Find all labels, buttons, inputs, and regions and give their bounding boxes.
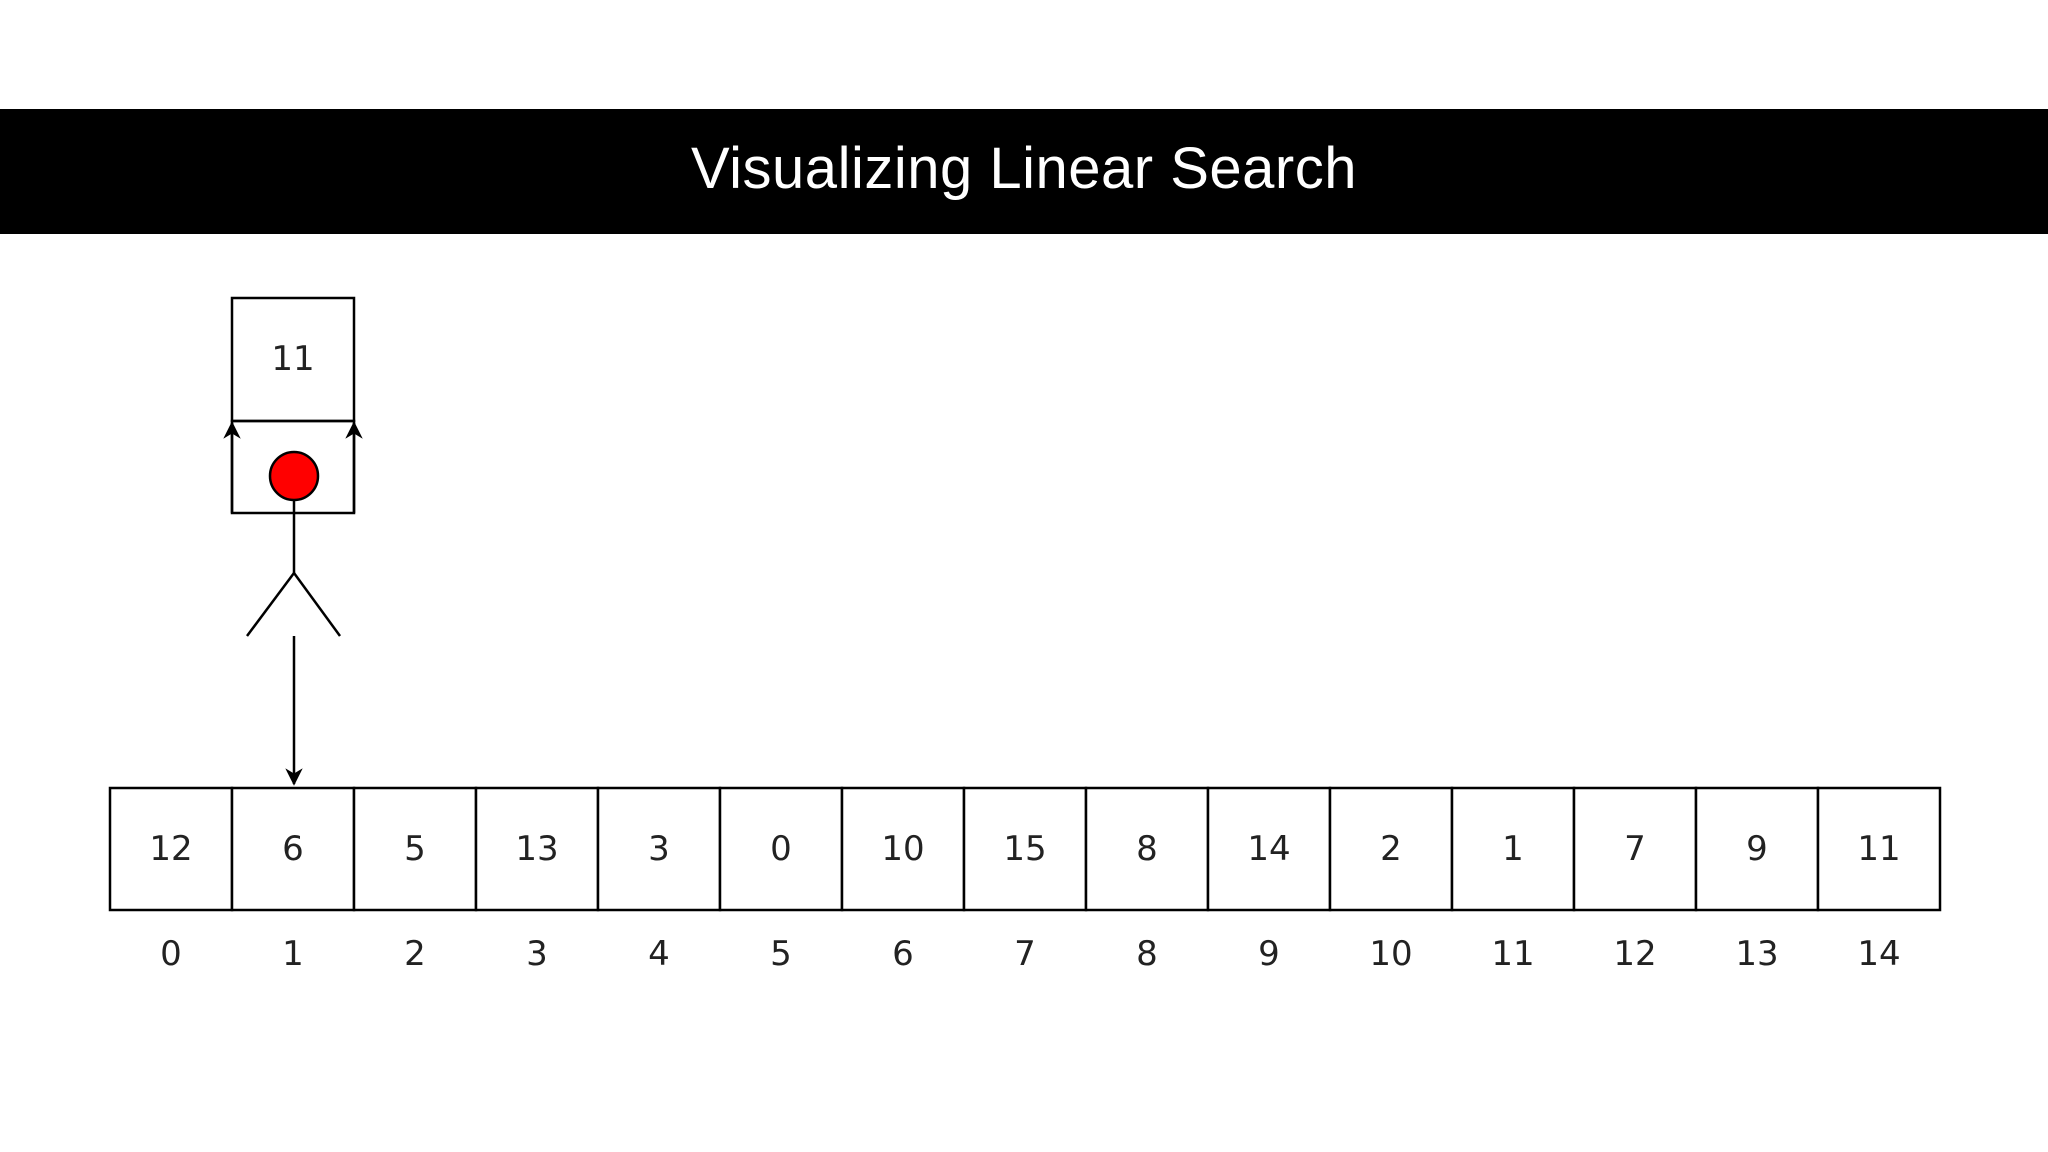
array-cell-value: 5 [404,829,426,869]
array-cell [352,786,478,912]
searcher-right-leg [292,572,342,637]
array-cells: 12 6 5 13 3 0 10 15 8 14 2 1 7 9 11 [108,786,1942,912]
array-cell-value: 12 [149,829,192,869]
array-cell-value: 1 [1502,829,1524,869]
searcher-head [268,450,320,502]
array-cell-value: 14 [1247,829,1290,869]
array-cell [230,786,356,912]
array-index-label: 3 [526,934,548,974]
array-index-label: 0 [160,934,182,974]
array-cell [840,786,966,912]
array-index-label: 9 [1258,934,1280,974]
array-index-label: 6 [892,934,914,974]
array-index-label: 4 [648,934,670,974]
array-index-label: 14 [1857,934,1900,974]
title-bar: Visualizing Linear Search [0,109,2048,234]
array-cell [1694,786,1820,912]
array-index-label: 1 [282,934,304,974]
array-index-label: 7 [1014,934,1036,974]
array-index-label: 2 [404,934,426,974]
array-cell [1328,786,1454,912]
array-cell-value: 15 [1003,829,1046,869]
array-cell-value: 11 [1857,829,1900,869]
array-cell-value: 0 [770,829,792,869]
searcher-figure: 11 [223,296,363,786]
target-value-label: 11 [271,339,314,379]
array-cell-value: 13 [515,829,558,869]
array-cell [1450,786,1576,912]
array-cell [1084,786,1210,912]
array-cell-value: 2 [1380,829,1402,869]
array-cell [108,786,234,912]
array-index-label: 10 [1369,934,1412,974]
array-cell [474,786,600,912]
array-index-label: 11 [1491,934,1534,974]
searcher-left-leg [245,572,296,637]
array-cell-value: 10 [881,829,924,869]
array-index-label: 12 [1613,934,1656,974]
array-cell-value: 8 [1136,829,1158,869]
array-cell-value: 9 [1746,829,1768,869]
page-title: Visualizing Linear Search [691,135,1357,201]
array-cell-value: 3 [648,829,670,869]
array-cell [1816,786,1942,912]
array-index-label: 13 [1735,934,1778,974]
array-cell-value: 7 [1624,829,1646,869]
array-cell-value: 6 [282,829,304,869]
array-cell [1572,786,1698,912]
array-index-label: 5 [770,934,792,974]
array-index-label: 8 [1136,934,1158,974]
